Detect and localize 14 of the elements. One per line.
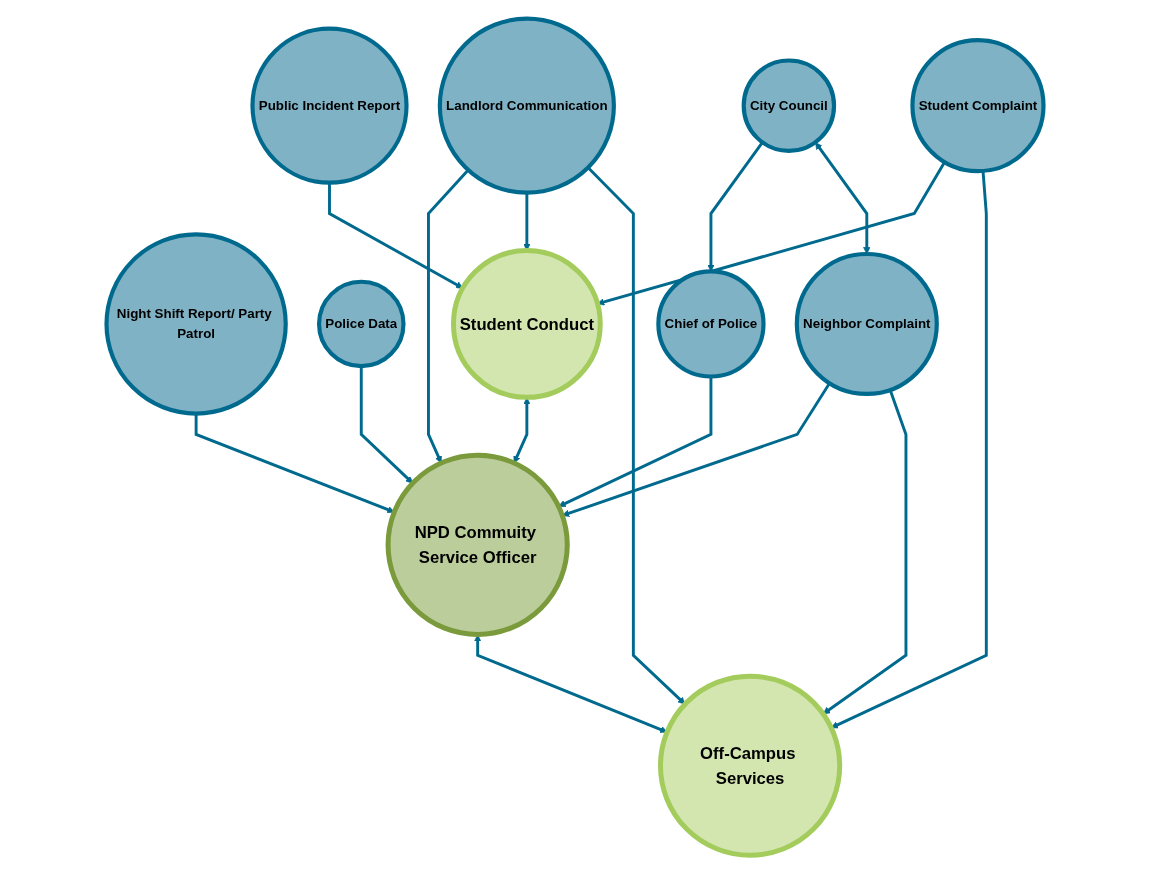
node-circle: NPD Commuity Service Officer (385, 452, 570, 637)
node-circle: Student Complaint (909, 37, 1046, 173)
node-circle: Off-Campus Services (657, 673, 842, 858)
node-circle: Police Data (316, 279, 406, 368)
node-circle: City Council (741, 57, 836, 153)
arrow (586, 166, 685, 704)
node-circle: Night Shift Report/ Party Patrol (103, 231, 288, 416)
node-circle: Student Conduct (450, 247, 603, 400)
arrow (426, 168, 469, 463)
node-circle: Public Incident Report (249, 26, 409, 185)
node-circle: Chief of Police (655, 268, 766, 379)
node-circle: Neighbor Complaint (794, 251, 939, 396)
arrow (327, 182, 463, 288)
node-circle: Landlord Communication (437, 16, 616, 195)
